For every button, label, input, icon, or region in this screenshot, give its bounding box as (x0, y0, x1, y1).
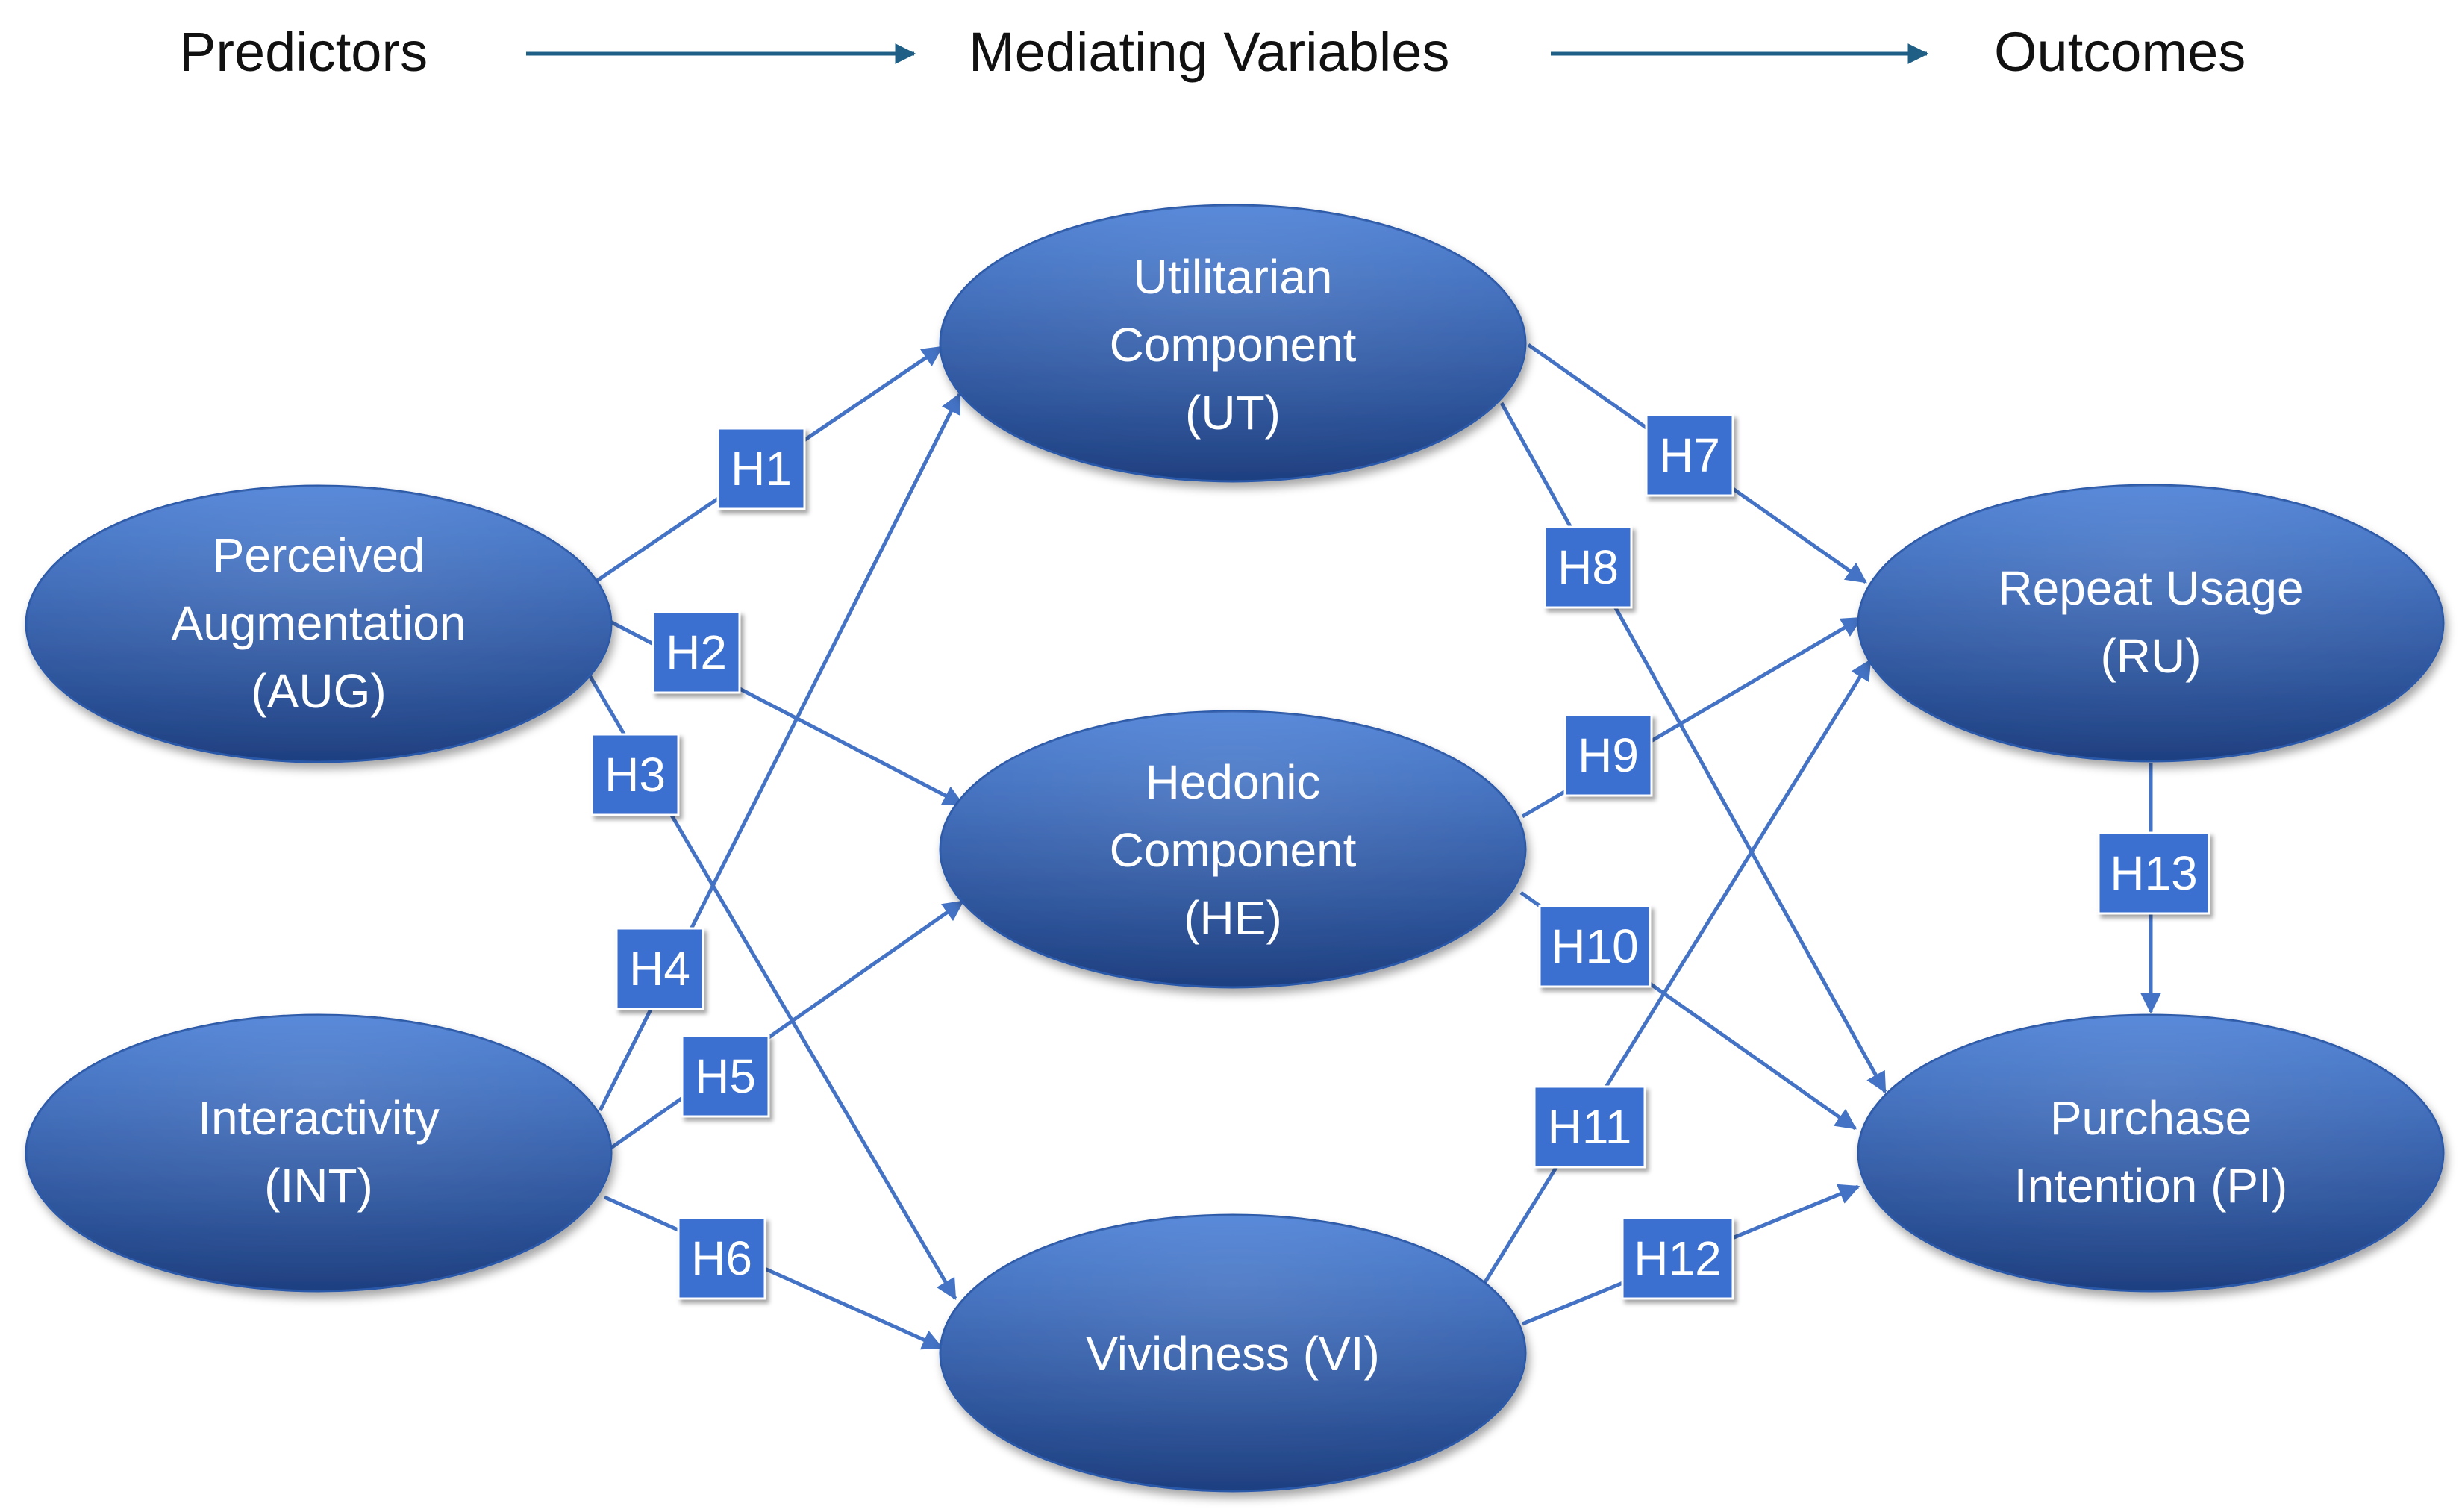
node-vividness: Vividness (VI) (939, 1213, 1527, 1493)
nodes: Perceived Augmentation (AUG) Interactivi… (25, 204, 2445, 1493)
edge-h6-int-to-vi (603, 1195, 944, 1350)
hypothesis-h5-label: H5 (695, 1049, 756, 1103)
hypothesis-h9-label: H9 (1578, 728, 1639, 782)
stage-header: Predictors Mediating Variables Outcomes (179, 21, 2246, 83)
hypothesis-h8-label: H8 (1557, 540, 1619, 594)
hypothesis-h4: H4 (615, 927, 704, 1010)
hypothesis-h12: H12 (1621, 1216, 1734, 1300)
node-aug-line-1: Perceived (213, 528, 425, 582)
hypothesis-h12-label: H12 (1634, 1231, 1721, 1285)
node-ut-line-3: (UT) (1185, 386, 1281, 440)
hypothesis-h13-label: H13 (2110, 846, 2197, 900)
edge-h11-vi-to-ru (1483, 659, 1872, 1284)
hypothesis-labels: H1 H2 H3 H4 H5 H6 H7 H8 (590, 413, 2210, 1300)
hypothesis-h3: H3 (590, 733, 680, 816)
stage-label-outcomes: Outcomes (1994, 21, 2246, 83)
hypothesis-h10-label: H10 (1551, 919, 1638, 973)
node-aug-line-2: Augmentation (172, 596, 466, 650)
node-ru-line-2: (RU) (2100, 629, 2201, 683)
node-perceived-augmentation: Perceived Augmentation (AUG) (25, 484, 613, 763)
node-int-line-2: (INT) (264, 1159, 373, 1213)
hypothesis-h6-label: H6 (691, 1231, 752, 1285)
hypothesis-h1: H1 (716, 427, 806, 510)
node-ut-line-1: Utilitarian (1134, 250, 1333, 304)
hypothesis-h10: H10 (1538, 905, 1652, 988)
node-hedonic-component: Hedonic Component (HE) (939, 710, 1527, 989)
node-utilitarian-component: Utilitarian Component (UT) (939, 204, 1527, 483)
hypothesis-h11-label: H11 (1548, 1100, 1632, 1154)
edge-h8-ut-to-pi (1499, 402, 1887, 1094)
hypothesis-h3-label: H3 (604, 748, 666, 802)
node-ut-line-2: Component (1110, 318, 1357, 372)
node-he-line-1: Hedonic (1146, 755, 1321, 809)
node-ru-line-1: Repeat Usage (1998, 561, 2303, 615)
node-he-line-2: Component (1110, 823, 1357, 877)
hypothesis-h11: H11 (1533, 1085, 1646, 1169)
stage-label-mediating-variables: Mediating Variables (969, 21, 1449, 83)
node-int-line-1: Interactivity (198, 1091, 440, 1145)
stage-label-predictors: Predictors (179, 21, 428, 83)
node-interactivity: Interactivity (INT) (25, 1013, 613, 1293)
node-repeat-usage: Repeat Usage (RU) (1857, 484, 2445, 763)
hypothesis-h8: H8 (1543, 525, 1633, 609)
hypothesis-h2: H2 (652, 610, 741, 694)
hypothesis-h7: H7 (1645, 413, 1734, 497)
node-pi-line-2: Intention (PI) (2014, 1159, 2287, 1213)
hypothesis-h2-label: H2 (666, 625, 727, 679)
node-aug-line-3: (AUG) (251, 664, 386, 718)
hypothesis-h5: H5 (681, 1034, 770, 1118)
hypothesis-h7-label: H7 (1659, 428, 1720, 482)
hypothesis-h13: H13 (2097, 831, 2210, 915)
node-pi-line-1: Purchase (2050, 1091, 2252, 1145)
hypothesis-h1-label: H1 (731, 442, 792, 496)
hypothesis-h6: H6 (677, 1216, 766, 1300)
hypothesis-h4-label: H4 (629, 942, 690, 996)
node-he-line-3: (HE) (1184, 891, 1282, 945)
node-purchase-intention: Purchase Intention (PI) (1857, 1013, 2445, 1293)
edge-h5-int-to-he (607, 899, 964, 1152)
hypothesis-h9: H9 (1563, 713, 1653, 797)
node-vi-line-1: Vividness (VI) (1086, 1327, 1380, 1381)
